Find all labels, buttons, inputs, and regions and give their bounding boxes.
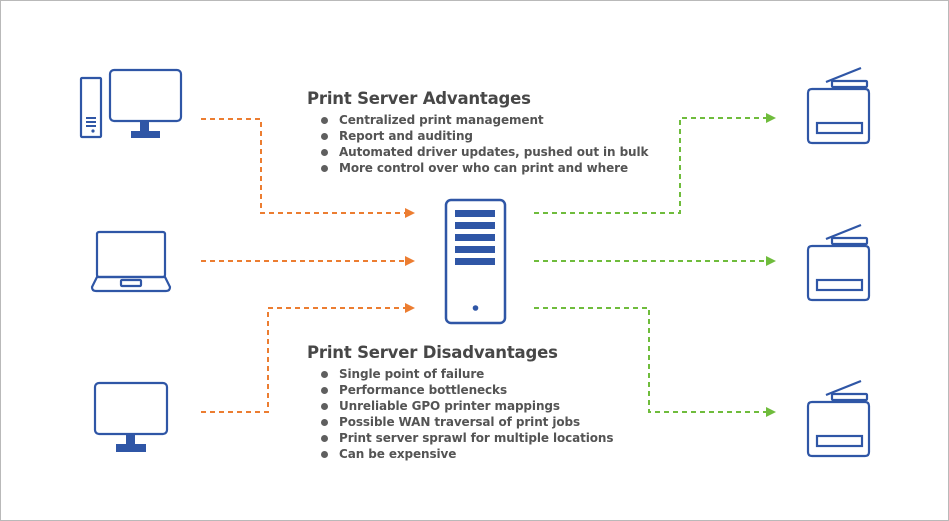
arrow-monitor-to-server xyxy=(201,303,415,413)
list-item: Performance bottlenecks xyxy=(321,382,613,398)
list-item: Unreliable GPO printer mappings xyxy=(321,398,613,414)
laptop-icon xyxy=(90,230,172,293)
printer-icon-2 xyxy=(806,223,871,302)
printer-icon-1 xyxy=(806,66,871,145)
advantages-section: Print Server Advantages Centralized prin… xyxy=(307,89,649,176)
list-item: More control over who can print and wher… xyxy=(321,160,648,176)
disadvantages-section: Print Server Disadvantages Single point … xyxy=(307,343,614,462)
arrow-server-to-printer-1 xyxy=(534,113,776,214)
advantages-title: Print Server Advantages xyxy=(307,89,531,108)
disadvantages-title: Print Server Disadvantages xyxy=(307,343,558,362)
desktop-tower-icon xyxy=(79,68,183,139)
list-item: Can be expensive xyxy=(321,446,613,462)
disadvantages-list: Single point of failure Performance bott… xyxy=(307,366,614,462)
list-item: Centralized print management xyxy=(321,112,648,128)
server-icon xyxy=(444,198,507,325)
printer-icon-3 xyxy=(806,379,871,458)
arrow-server-to-printer-3 xyxy=(534,307,776,417)
list-item: Print server sprawl for multiple locatio… xyxy=(321,430,614,446)
advantages-list: Centralized print management Report and … xyxy=(307,112,649,176)
list-item: Possible WAN traversal of print jobs xyxy=(321,414,613,430)
arrow-desktop-to-server xyxy=(201,118,415,218)
monitor-icon xyxy=(93,381,169,452)
list-item: Automated driver updates, pushed out in … xyxy=(321,144,649,160)
list-item: Single point of failure xyxy=(321,366,613,382)
list-item: Report and auditing xyxy=(321,128,648,144)
